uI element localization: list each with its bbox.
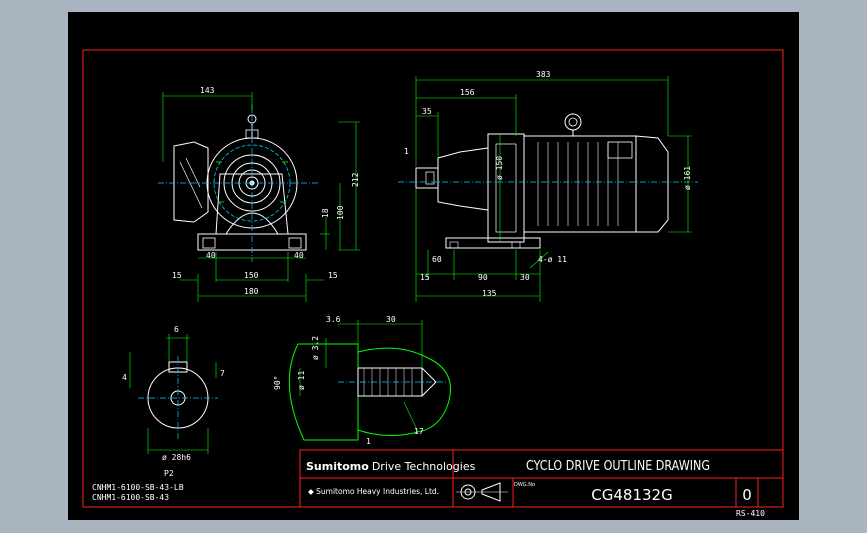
dwg-no-label: DWG.No [514,482,535,488]
title-block [299,449,784,508]
dim-tap-left: ø 11 [297,371,306,390]
dim-side-overall: 383 [536,70,551,79]
dim-tap-right: 17 [414,427,424,436]
sheet-border [82,49,784,508]
tapped-hole-detail [288,343,451,441]
dim-tap-bottom: 1 [366,437,371,446]
dim-side-motor-dia: ø 161 [683,166,692,190]
dim-side-shaft: 35 [422,107,432,116]
dim-front-shaft-height: 100 [336,205,345,220]
company-name-light: Drive Technologies [372,460,476,473]
drawing-number: CG48132G [591,486,672,504]
subcompany-name: ◆ Sumitomo Heavy Industries, Ltd. [308,487,439,496]
dim-front-left-edge: 15 [172,271,182,280]
dim-side-left: 60 [432,255,442,264]
dim-shaft-dia: ø 28h6 [162,453,191,462]
dim-front-right-foot: 40 [294,251,304,260]
outline-drawing: 143 212 100 18 40 40 15 150 15 180 [82,49,784,518]
dim-front-height-total: 212 [351,172,360,187]
dim-side-left-edge: 15 [420,273,430,282]
front-view [158,104,318,262]
dim-tap-angle: 90° [273,376,282,390]
dim-tap-pitch: ø 3.2 [311,336,320,360]
cad-drawing-canvas[interactable]: 143 212 100 18 40 40 15 150 15 180 [68,12,799,520]
dim-key-width: 6 [174,325,179,334]
dim-key-height: 7 [220,369,225,378]
dim-tap-depth: 3.6 [326,315,341,324]
dim-front-base-width: 180 [244,287,259,296]
side-view [398,113,698,249]
subcompany-text: Sumitomo Heavy Industries, Ltd. [316,487,439,496]
dim-side-right: 30 [520,273,530,282]
front-dimensions [162,92,360,302]
drawing-revision: 0 [742,486,752,504]
dim-front-top-width: 143 [200,86,215,95]
dim-side-base: 135 [482,289,497,298]
sheet-code: RS-410 [736,509,765,518]
model-1: CNHM1-6100-SB-43-LB [92,483,184,492]
dim-side-to-motor: 156 [460,88,475,97]
dim-left-mark: 4 [122,373,127,382]
dim-front-base-thick: 18 [321,208,330,218]
side-dimensions [415,76,692,302]
dim-side-foot-span: 90 [478,273,488,282]
drawing-title: CYCLO DRIVE OUTLINE DRAWING [526,459,710,474]
dim-front-mid: 150 [244,271,259,280]
dim-front-right-edge: 15 [328,271,338,280]
dim-side-key: 1 [404,147,409,156]
dim-tap-length: 30 [386,315,396,324]
dim-side-flange-dia: ø 150 [495,156,504,180]
company-name-bold: Sumitomo [306,460,369,473]
dim-side-holes: 4-ø 11 [538,255,567,264]
model-2: CNHM1-6100-SB-43 [92,493,169,502]
dim-front-left-foot: 40 [206,251,216,260]
shaft-detail-view [138,356,218,440]
dim-shaft-ref: P2 [164,469,174,478]
